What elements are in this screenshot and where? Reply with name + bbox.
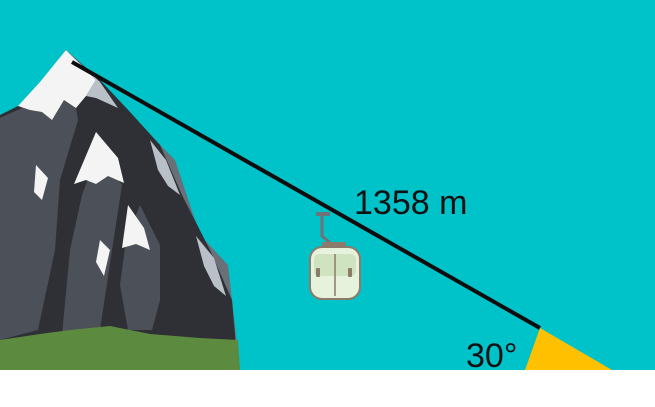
ground-strip <box>0 370 655 407</box>
cable-car-icon <box>309 212 361 300</box>
cable-length-label: 1358 m <box>354 184 468 222</box>
cable-line <box>71 60 541 330</box>
mountain-icon <box>0 50 240 370</box>
angle-label: 30° <box>466 337 518 375</box>
angle-marker <box>525 328 612 370</box>
